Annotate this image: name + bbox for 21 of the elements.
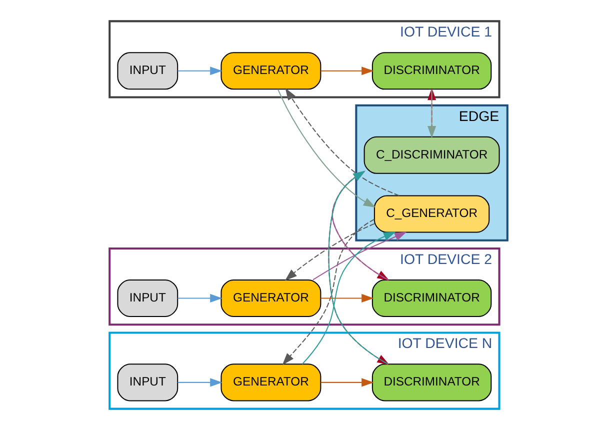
node-box: GENERATOR (220, 278, 321, 316)
arrow (320, 293, 374, 302)
arrow (276, 88, 376, 208)
arrow (320, 378, 374, 386)
node-box: DISCRIMINATOR (371, 363, 492, 401)
node-box: GENERATOR (220, 52, 321, 90)
arrow (177, 66, 222, 75)
arrow (177, 293, 222, 302)
node-box: GENERATOR (220, 363, 321, 401)
arrow (320, 66, 374, 75)
arrow (282, 218, 374, 365)
node-box: DISCRIMINATOR (371, 52, 492, 90)
node-box: INPUT (116, 278, 178, 316)
arrow (177, 378, 222, 386)
node-box: INPUT (116, 52, 178, 90)
arrow (284, 87, 399, 196)
node-box: DISCRIMINATOR (371, 278, 492, 316)
node-box: C_GENERATOR (373, 194, 490, 232)
node-box: INPUT (116, 363, 178, 401)
arrow (284, 222, 374, 280)
node-box: C_DISCRIMINATOR (363, 136, 500, 174)
